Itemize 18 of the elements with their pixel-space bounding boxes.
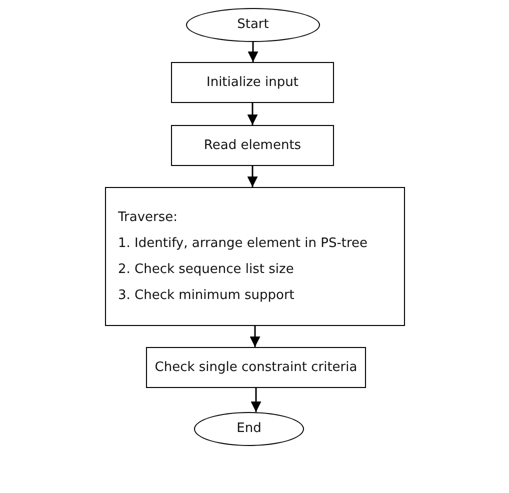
arrow: [247, 166, 258, 187]
node-label: Initialize input: [206, 74, 298, 92]
list-item: 1. Identify, arrange element in PS-tree: [118, 234, 368, 252]
process-box: [146, 347, 366, 388]
arrow: [247, 103, 258, 125]
box-heading: Traverse:: [118, 208, 178, 226]
process-box: [171, 62, 334, 103]
list-item: 2. Check sequence list size: [118, 260, 294, 278]
arrow: [250, 326, 260, 347]
process-box: [105, 187, 405, 326]
node-label: End: [236, 420, 262, 438]
arrow: [250, 388, 262, 412]
list-item: 3. Check minimum support: [118, 286, 294, 304]
node-label: Read elements: [204, 136, 302, 154]
arrow: [248, 42, 258, 62]
node-label: Check single constraint criteria: [154, 358, 358, 376]
process-box: [171, 125, 334, 166]
node-label: Start: [237, 16, 269, 34]
